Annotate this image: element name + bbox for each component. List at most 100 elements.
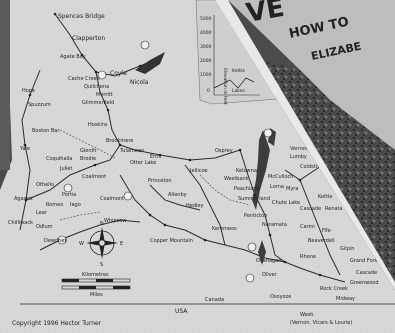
rail-1 (59, 129, 116, 159)
label-beaverdell: Beaverdell (308, 238, 335, 244)
road-okanagan (239, 149, 286, 263)
label-mcculloch: McCulloch (268, 174, 293, 180)
label-princeton: Princeton (148, 178, 172, 184)
compass-north: N (100, 221, 104, 227)
label-coldstream: Coldstream (300, 164, 329, 170)
label-nicola: Nicola (130, 79, 149, 86)
label-osoyoos: Osoyoos (270, 294, 292, 300)
label-clapperton: Clapperton (72, 35, 105, 42)
label-boston-bar: Boston Bar (32, 128, 60, 134)
label-whipsaw: Whipsaw (104, 218, 126, 224)
compass-rose: N S E W (79, 221, 123, 268)
label-erris: Erris (150, 154, 162, 160)
compass-south: S (100, 262, 103, 268)
road-central (95, 71, 241, 161)
skaha-lake (258, 240, 266, 265)
book-edge (215, 0, 395, 290)
label-oliver: Oliver (262, 272, 278, 278)
highway-shield-5 (123, 191, 133, 201)
inset-tick-1000: 1000 (200, 72, 212, 78)
label-agassiz: Agassiz (14, 196, 33, 202)
label-midway: Midway (336, 296, 355, 302)
label-naramata: Naramata (262, 222, 287, 228)
nicola-lake (135, 52, 165, 74)
label-fife: Fife (322, 228, 331, 234)
label-peachland: Peachland (234, 186, 260, 192)
label-hope: Hope (22, 88, 35, 94)
compass-west: W (79, 241, 84, 247)
label-keremeos: Keremeos (212, 226, 237, 232)
label-romeo: Romeo (46, 202, 63, 208)
compass-east: E (120, 241, 123, 247)
label-coquihalla: Coquihalla (46, 156, 72, 162)
label-greenwood: Greenwood (350, 280, 379, 286)
left-edge-shadow (0, 0, 10, 170)
copyright: Copyright 1996 Hector Turner (12, 320, 102, 327)
label-glimmerfield: Glimmerfield (82, 100, 114, 106)
label-osprey: Osprey (215, 148, 233, 154)
label-gilpin: Gilpin (340, 246, 354, 252)
label-cascade: Cascade (356, 270, 377, 276)
place-markers (23, 12, 332, 277)
road-east (299, 179, 341, 276)
label-brodie: Brodie (80, 156, 96, 162)
label-chute-lake: Chute Lake (272, 200, 300, 206)
scale-title: Kilometres (82, 272, 109, 278)
label-brookmere: Brookmere (106, 138, 133, 144)
label-merritt: Merritt (96, 92, 113, 98)
label-vernon: Vernon (290, 146, 307, 152)
label-spences-bridge: Spences Bridge (58, 13, 105, 20)
inset-axis-label: Elevation in feet (222, 68, 228, 105)
label-coalmont: Coalmont (82, 174, 106, 180)
road-link (149, 184, 201, 211)
label-spuzzum: Spuzzum (28, 102, 51, 108)
corner-note: Wash. (300, 312, 315, 318)
highway-shield-2 (97, 70, 107, 80)
scale-bar: Kilometres Miles (61, 272, 131, 298)
highway-shields (57, 40, 273, 283)
label-kettle: Kettle (318, 194, 333, 200)
book-panel (228, 0, 395, 150)
label-rock-creek: Rock Creek (320, 286, 348, 292)
inset-tick-4000: 4000 (200, 30, 212, 36)
label-copper-mountain: Copper Mountain (150, 238, 193, 244)
label-summerland: Summerland (238, 196, 270, 202)
highway-shield-3 (63, 183, 73, 193)
label-kelowna: Kelowna (236, 168, 257, 174)
label-iago: Iago (70, 202, 81, 208)
label-jellicoe: Jellicoe (189, 168, 208, 174)
label-cache-creek: Cache Creek (68, 76, 100, 82)
highway-shield-7 (247, 242, 257, 252)
place-labels: Spences Bridge Clapperton Agate Bay Cach… (8, 13, 381, 302)
label-grand-forks: Grand Forks (350, 258, 381, 264)
label-cascade-2: Cascade (300, 206, 321, 212)
label-lear: Lear (36, 210, 48, 216)
inset-tick-5000: 5000 (200, 16, 212, 22)
book-cover: VE HOW TO ELIZABE (215, 0, 395, 290)
highway-shield-4 (57, 235, 67, 245)
border-label-canada: Canada (205, 297, 224, 303)
label-otter-lake: Otter Lake (130, 160, 156, 166)
highway-shield-6 (263, 128, 273, 138)
label-carmi: Carmi (300, 224, 315, 230)
label-westbank: Westbank (224, 176, 249, 182)
label-portia: Portia (62, 192, 76, 198)
label-allenby: Allenby (168, 192, 187, 198)
label-myra: Myra (286, 186, 298, 192)
road-lower (39, 219, 141, 251)
label-agate-bay: Agate Bay (60, 54, 86, 60)
label-quilchena: Quilchena (84, 84, 109, 90)
rail-2 (199, 174, 251, 206)
label-odlum: Odlum (36, 224, 53, 230)
label-dewdney: Dewdney (44, 238, 67, 244)
okanagan-lake (252, 130, 270, 210)
inset-tick-0: 0 (207, 88, 210, 94)
highway-shield-1 (140, 40, 150, 50)
label-juliet: Juliet (59, 166, 72, 172)
inset-tick-2000: 2000 (200, 58, 212, 64)
label-penticton: Penticton (244, 213, 267, 219)
inset-label-kettle: Kettle (232, 68, 245, 74)
label-renata: Renata (325, 206, 343, 212)
